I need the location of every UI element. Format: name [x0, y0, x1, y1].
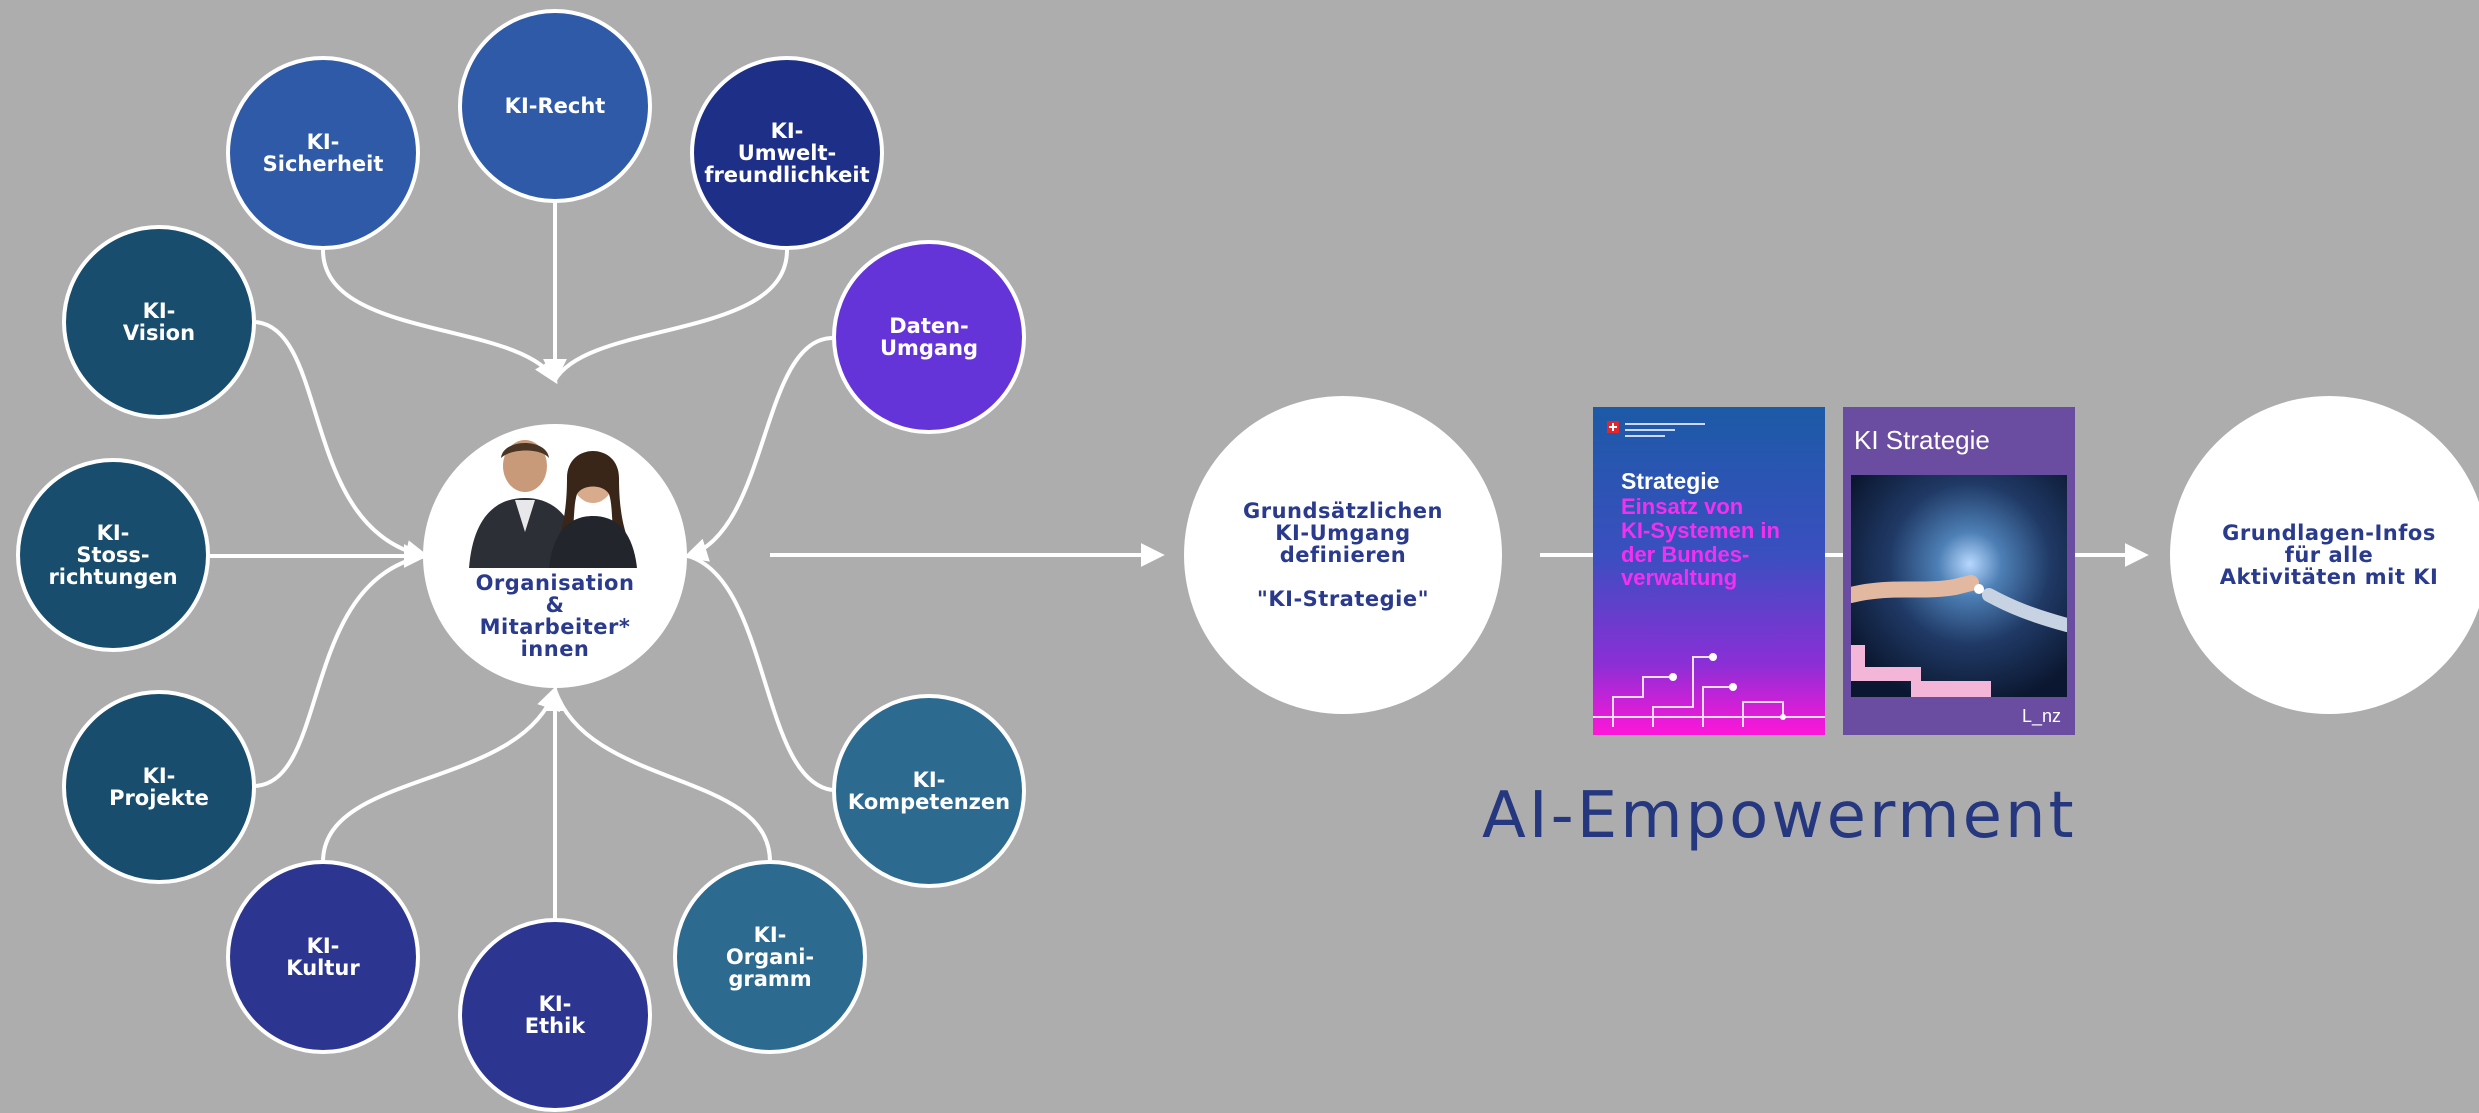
hand-illustration-icon: [1843, 575, 2074, 632]
node-label: KI- Umwelt- freundlichkeit: [704, 118, 870, 188]
node-ki-projekte: KI- Projekte: [62, 690, 256, 884]
connector-ki-organigramm: [553, 689, 772, 863]
doc1-subtitle: Einsatz von KI-Systemen in der Bundes- v…: [1621, 494, 1780, 591]
node-ki-sicherheit: KI- Sicherheit: [226, 56, 420, 250]
circuit-graphic-icon: [1593, 653, 1825, 727]
doc1-title: Strategie: [1621, 468, 1720, 494]
node-ki-umwelt: KI- Umwelt- freundlichkeit: [690, 56, 884, 250]
node-daten-umgang: Daten- Umgang: [832, 240, 1026, 434]
node-ki-stoss: KI- Stoss- richtungen: [16, 458, 210, 652]
node-label: KI- Stoss- richtungen: [48, 520, 178, 590]
node-ki-organigramm: KI- Organi- gramm: [673, 860, 867, 1054]
node-label: KI- Kultur: [286, 933, 360, 980]
result-label: Grundlagen-Infos für alle Aktivitäten mi…: [2219, 520, 2439, 590]
ki-strategie-document-cover: KI Strategie L_nz: [1843, 407, 2075, 735]
strategy-document-cover: Strategie Einsatz von KI-Systemen in der…: [1593, 407, 1825, 735]
connector-ki-umwelt: [553, 249, 789, 382]
node-label: KI-Recht: [504, 93, 606, 118]
pink-steps-graphic-icon: [1851, 645, 1991, 697]
doc2-title: KI Strategie: [1854, 425, 1990, 455]
robot-hand-image: [1843, 475, 2074, 697]
result-circle: Grundlagen-Infos für alle Aktivitäten mi…: [2170, 396, 2479, 714]
node-label: KI- Sicherheit: [262, 129, 384, 176]
connector-ki-kompetenzen: [687, 554, 833, 792]
node-ki-recht: KI-Recht: [458, 9, 652, 203]
center-node-organisation: Organisation & Mitarbeiter* innen: [423, 424, 687, 688]
node-label: KI- Organi- gramm: [725, 922, 815, 992]
node-label: KI- Kompetenzen: [847, 767, 1011, 814]
connector-ki-sicherheit: [321, 249, 558, 385]
ai-empowerment-headline: AI-Empowerment: [1482, 779, 2077, 853]
connector-ki-kultur: [321, 685, 560, 863]
node-ki-kultur: KI- Kultur: [226, 860, 420, 1054]
node-label: KI- Projekte: [109, 763, 209, 810]
connector-ki-projekte: [255, 554, 426, 788]
node-label: Daten- Umgang: [879, 313, 979, 360]
node-ki-ethik: KI- Ethik: [458, 918, 652, 1112]
connector-daten-umgang: [683, 336, 833, 562]
node-ki-kompetenzen: KI- Kompetenzen: [832, 694, 1026, 888]
node-label: KI- Vision: [122, 298, 196, 345]
center-label: Organisation & Mitarbeiter* innen: [475, 571, 635, 662]
node-label: KI- Ethik: [524, 991, 586, 1038]
header-emblem-icon: [1607, 421, 1705, 437]
people-illustration: [469, 440, 637, 568]
strategy-label: Grundsätzlichen KI-Umgang definieren "KI…: [1243, 498, 1443, 612]
strategy-circle: Grundsätzlichen KI-Umgang definieren "KI…: [1184, 396, 1502, 714]
linz-logo: L_nz: [2021, 706, 2061, 726]
connector-ki-vision: [255, 320, 430, 564]
node-ki-vision: KI- Vision: [62, 225, 256, 419]
